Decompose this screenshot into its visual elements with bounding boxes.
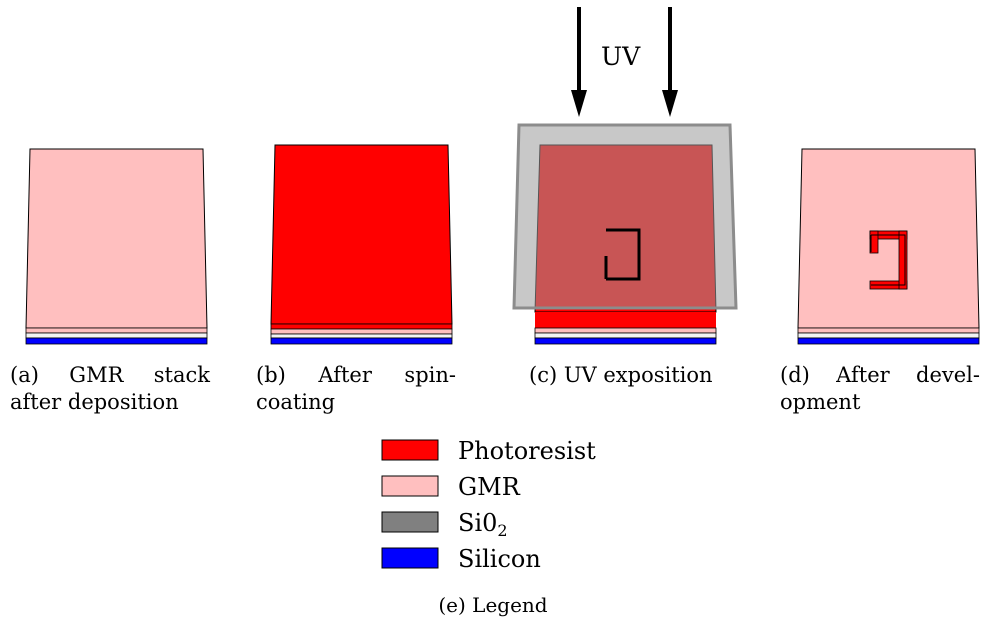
caption-a-line2: after deposition xyxy=(10,390,179,414)
caption-a: (a) GMR stack after deposition xyxy=(10,362,210,416)
legend-swatch-gmr xyxy=(381,475,439,497)
sio2-layer xyxy=(534,332,717,339)
sio2-layer xyxy=(25,332,208,339)
photoresist-thin-layer xyxy=(270,323,453,330)
gmr-layer xyxy=(270,328,453,335)
panel-a-stack xyxy=(25,148,208,345)
caption-b-line1: (b) After spin- xyxy=(256,363,456,387)
legend-caption: (e) Legend xyxy=(438,593,547,617)
legend-swatch-sio2 xyxy=(381,511,439,533)
legend-swatch-silicon xyxy=(381,547,439,569)
panel-b-stack xyxy=(270,144,453,345)
silicon-layer xyxy=(797,337,980,345)
legend-swatch-photoresist xyxy=(381,439,439,461)
gmr-thin-layer xyxy=(797,327,980,334)
caption-d-line2: opment xyxy=(780,390,861,414)
panel-d-stack xyxy=(797,148,980,345)
caption-b-line2: coating xyxy=(256,390,336,414)
silicon-layer xyxy=(534,337,717,345)
caption-b: (b) After spin- coating xyxy=(256,362,456,416)
uv-mask xyxy=(512,123,738,310)
legend-label-sio2-subscript: 2 xyxy=(497,521,507,540)
legend-label-gmr: GMR xyxy=(458,473,521,501)
silicon-layer xyxy=(25,337,208,345)
photoresist-layer xyxy=(270,144,453,325)
sio2-layer xyxy=(797,332,980,339)
gmr-layer xyxy=(534,327,717,334)
caption-a-line1: (a) GMR stack xyxy=(10,363,210,387)
sio2-layer xyxy=(270,333,453,339)
uv-arrow-left-head xyxy=(571,90,587,117)
caption-c-line1: (c) UV exposition xyxy=(529,363,713,387)
uv-label: UV xyxy=(601,42,641,71)
uv-arrow-right-head xyxy=(662,90,678,117)
caption-d: (d) After devel- opment xyxy=(780,362,980,416)
photoresist-thin-layer xyxy=(535,312,716,328)
developed-pattern xyxy=(869,230,908,290)
legend: Photoresist GMR Si02 Silicon (e) Legend xyxy=(381,437,596,617)
legend-label-sio2: Si02 xyxy=(458,509,508,540)
caption-c: (c) UV exposition xyxy=(529,362,739,389)
mask-pattern xyxy=(604,228,641,281)
legend-label-photoresist: Photoresist xyxy=(458,437,596,465)
legend-label-silicon: Silicon xyxy=(458,545,541,573)
gmr-thin-layer xyxy=(25,327,208,334)
legend-label-sio2-main: Si0 xyxy=(458,509,497,537)
panel-c-stack: UV xyxy=(512,7,738,345)
gmr-layer xyxy=(25,148,208,329)
caption-d-line1: (d) After devel- xyxy=(780,363,980,387)
silicon-layer xyxy=(270,337,453,345)
